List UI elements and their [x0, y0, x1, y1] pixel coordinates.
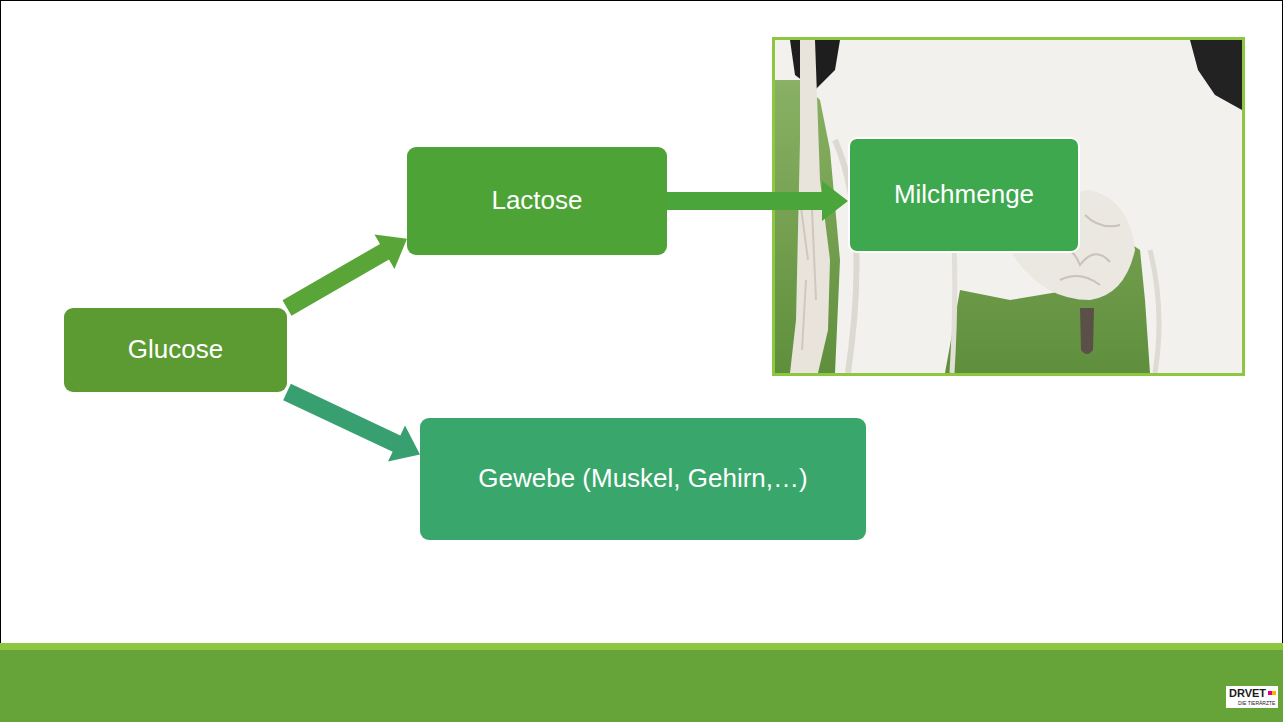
logo-bar: [1272, 691, 1276, 695]
process-box: Gewebe (Muskel, Gehirn,…): [420, 418, 866, 540]
node-label: Glucose: [128, 334, 223, 365]
process-box: Glucose: [64, 308, 287, 392]
logo-subtitle: DIE TIERÄRZTE: [1238, 701, 1275, 706]
cow-udder-photo: [775, 40, 1242, 373]
footer-stripe: [0, 643, 1283, 650]
photo-frame: [774, 39, 1244, 375]
node-label: Gewebe (Muskel, Gehirn,…): [478, 463, 807, 494]
process-box: Lactose: [407, 147, 667, 255]
node-label: Lactose: [491, 185, 582, 216]
block-arrow: [283, 234, 407, 315]
logo-text: DRVET: [1229, 688, 1266, 699]
logo-box: DRVET DIE TIERÄRZTE: [1226, 686, 1278, 708]
block-arrow: [667, 181, 848, 221]
block-arrow: [283, 384, 420, 462]
footer-bar: [0, 650, 1283, 722]
node-label: Milchmenge: [894, 179, 1034, 210]
result-box: Milchmenge: [848, 137, 1080, 253]
